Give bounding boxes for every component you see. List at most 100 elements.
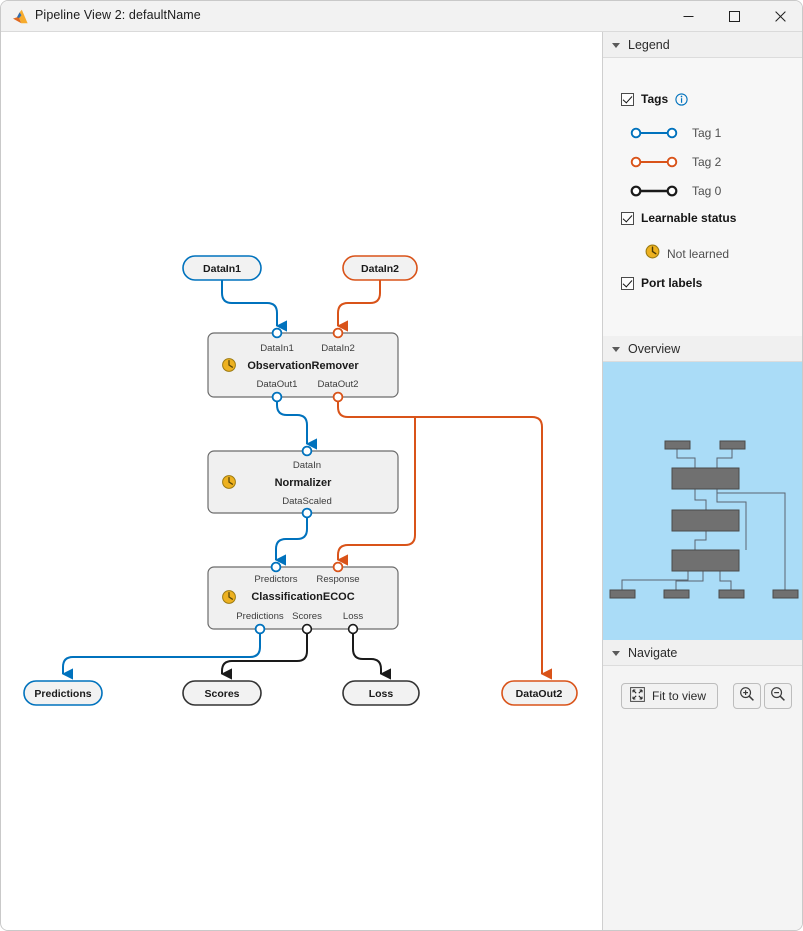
pipeline-input-DataIn2[interactable]: DataIn2 bbox=[342, 255, 418, 281]
tags-checkbox[interactable] bbox=[621, 92, 634, 106]
legend-tag-item-1: Tag 1 bbox=[630, 126, 721, 140]
port-label-in: DataIn bbox=[293, 460, 321, 471]
legend-section-header[interactable]: Legend bbox=[603, 32, 802, 58]
overview-section-header[interactable]: Overview bbox=[603, 336, 802, 362]
node-title: Normalizer bbox=[275, 477, 333, 489]
info-icon[interactable] bbox=[675, 92, 688, 106]
node-title: ClassificationECOC bbox=[251, 591, 354, 603]
port-DataIn[interactable] bbox=[301, 445, 313, 457]
port-Response[interactable] bbox=[332, 561, 344, 573]
overview-title: Overview bbox=[628, 341, 681, 356]
port-labels-label: Port labels bbox=[641, 276, 703, 290]
close-button[interactable] bbox=[757, 1, 802, 31]
port-DataScaled[interactable] bbox=[301, 507, 313, 519]
overview-terminal bbox=[664, 440, 691, 450]
edge-DataOut2-to-Response bbox=[336, 417, 416, 566]
chevron-down-icon[interactable] bbox=[612, 651, 620, 656]
pipeline-output-scores[interactable]: Scores bbox=[182, 680, 262, 706]
navigate-title: Navigate bbox=[628, 645, 678, 660]
pipeline-canvas[interactable]: DataIn1 DataIn2 ObservationRemover DataI… bbox=[2, 32, 602, 930]
edge-DataIn1-to-ObservationRemover bbox=[221, 280, 288, 332]
legend-port-labels-checkbox-row[interactable]: Port labels bbox=[621, 276, 702, 290]
port-label-in: Predictors bbox=[254, 574, 297, 585]
pipeline-output-dataout2[interactable]: DataOut2 bbox=[501, 680, 578, 706]
port-label-in: DataIn2 bbox=[321, 343, 355, 354]
terminal-label: DataIn1 bbox=[203, 263, 241, 275]
overview-terminal bbox=[719, 440, 746, 450]
terminal-label: DataOut2 bbox=[516, 688, 563, 700]
overview-body[interactable] bbox=[603, 362, 802, 640]
pipeline-input-DataIn1[interactable]: DataIn1 bbox=[182, 255, 262, 281]
zoom-out-icon bbox=[770, 686, 786, 707]
pipeline-node-normalizer[interactable]: Normalizer DataIn DataScaled bbox=[207, 445, 399, 519]
matlab-icon bbox=[12, 9, 29, 25]
window-title: Pipeline View 2: defaultName bbox=[35, 8, 201, 22]
navigate-body: Fit to view bbox=[603, 666, 802, 901]
terminal-label: Scores bbox=[204, 688, 239, 700]
learnable-status-checkbox[interactable] bbox=[621, 211, 634, 225]
chevron-down-icon[interactable] bbox=[612, 43, 620, 48]
zoom-in-icon bbox=[739, 686, 755, 707]
port-DataOut1[interactable] bbox=[271, 391, 283, 403]
edge-DataOut2-to-DataOut2-terminal bbox=[337, 391, 553, 680]
pipeline-node-observationremover[interactable]: ObservationRemover DataIn1 DataIn2 DataO… bbox=[207, 327, 399, 403]
overview-blocks bbox=[609, 440, 799, 599]
overview-terminal bbox=[718, 589, 745, 599]
title-bar: Pipeline View 2: defaultName bbox=[1, 1, 802, 32]
fit-to-view-icon bbox=[630, 687, 645, 705]
node-title: ObservationRemover bbox=[247, 360, 359, 372]
terminal-label: Predictions bbox=[34, 688, 91, 700]
minimize-button[interactable] bbox=[665, 1, 711, 31]
clock-icon bbox=[222, 475, 236, 489]
clock-icon bbox=[222, 590, 236, 604]
legend-not-learned-item: Not learned bbox=[645, 244, 729, 264]
fit-to-view-label: Fit to view bbox=[652, 689, 707, 703]
clock-icon bbox=[222, 358, 236, 372]
port-label-out: Scores bbox=[292, 611, 322, 622]
port-DataIn2[interactable] bbox=[332, 327, 344, 339]
port-label-out: DataOut1 bbox=[256, 379, 297, 390]
terminal-label: Loss bbox=[369, 688, 394, 700]
right-panel: Legend Tags bbox=[602, 32, 802, 930]
maximize-button[interactable] bbox=[711, 1, 757, 31]
port-Predictors[interactable] bbox=[270, 561, 282, 573]
legend-learnable-status-checkbox-row[interactable]: Learnable status bbox=[621, 211, 736, 225]
overview-node bbox=[671, 509, 740, 532]
port-DataOut2[interactable] bbox=[332, 391, 344, 403]
learnable-status-label: Learnable status bbox=[641, 211, 737, 225]
navigate-section-header[interactable]: Navigate bbox=[603, 640, 802, 666]
pipeline-node-classificationecoc[interactable]: ClassificationECOC Predictors Response P… bbox=[207, 561, 399, 635]
chevron-down-icon[interactable] bbox=[612, 347, 620, 352]
zoom-in-button[interactable] bbox=[733, 683, 761, 709]
overview-edges bbox=[621, 449, 786, 590]
tag-line-icon bbox=[630, 185, 678, 197]
tag-line-icon bbox=[630, 156, 678, 168]
tag-label: Tag 2 bbox=[692, 155, 722, 169]
overview-terminal bbox=[609, 589, 636, 599]
port-Loss[interactable] bbox=[347, 623, 359, 635]
edge-Predictions-to-terminal bbox=[61, 623, 261, 680]
port-label-in: Response bbox=[316, 574, 359, 585]
port-Scores[interactable] bbox=[301, 623, 313, 635]
edge-DataIn2-to-ObservationRemover bbox=[336, 280, 381, 332]
edge-DataOut1-to-Normalizer-DataIn bbox=[276, 391, 318, 450]
pipeline-output-predictions[interactable]: Predictions bbox=[23, 680, 103, 706]
port-label-out: Loss bbox=[343, 611, 363, 622]
port-label-in: DataIn1 bbox=[260, 343, 294, 354]
port-label-out: DataOut2 bbox=[317, 379, 358, 390]
legend-tag-item-0: Tag 0 bbox=[630, 184, 721, 198]
port-Predictions[interactable] bbox=[254, 623, 266, 635]
port-labels-checkbox[interactable] bbox=[621, 276, 634, 290]
fit-to-view-button[interactable]: Fit to view bbox=[621, 683, 719, 709]
port-DataIn1[interactable] bbox=[271, 327, 283, 339]
overview-terminal bbox=[663, 589, 690, 599]
terminal-label: DataIn2 bbox=[361, 263, 399, 275]
zoom-out-button[interactable] bbox=[764, 683, 792, 709]
pipeline-output-loss[interactable]: Loss bbox=[342, 680, 420, 706]
edge-Scores-to-terminal bbox=[220, 623, 308, 680]
legend-tags-checkbox-row[interactable]: Tags bbox=[621, 92, 688, 106]
tag-label: Tag 1 bbox=[692, 126, 722, 140]
overview-terminal bbox=[772, 589, 799, 599]
legend-title: Legend bbox=[628, 37, 670, 52]
